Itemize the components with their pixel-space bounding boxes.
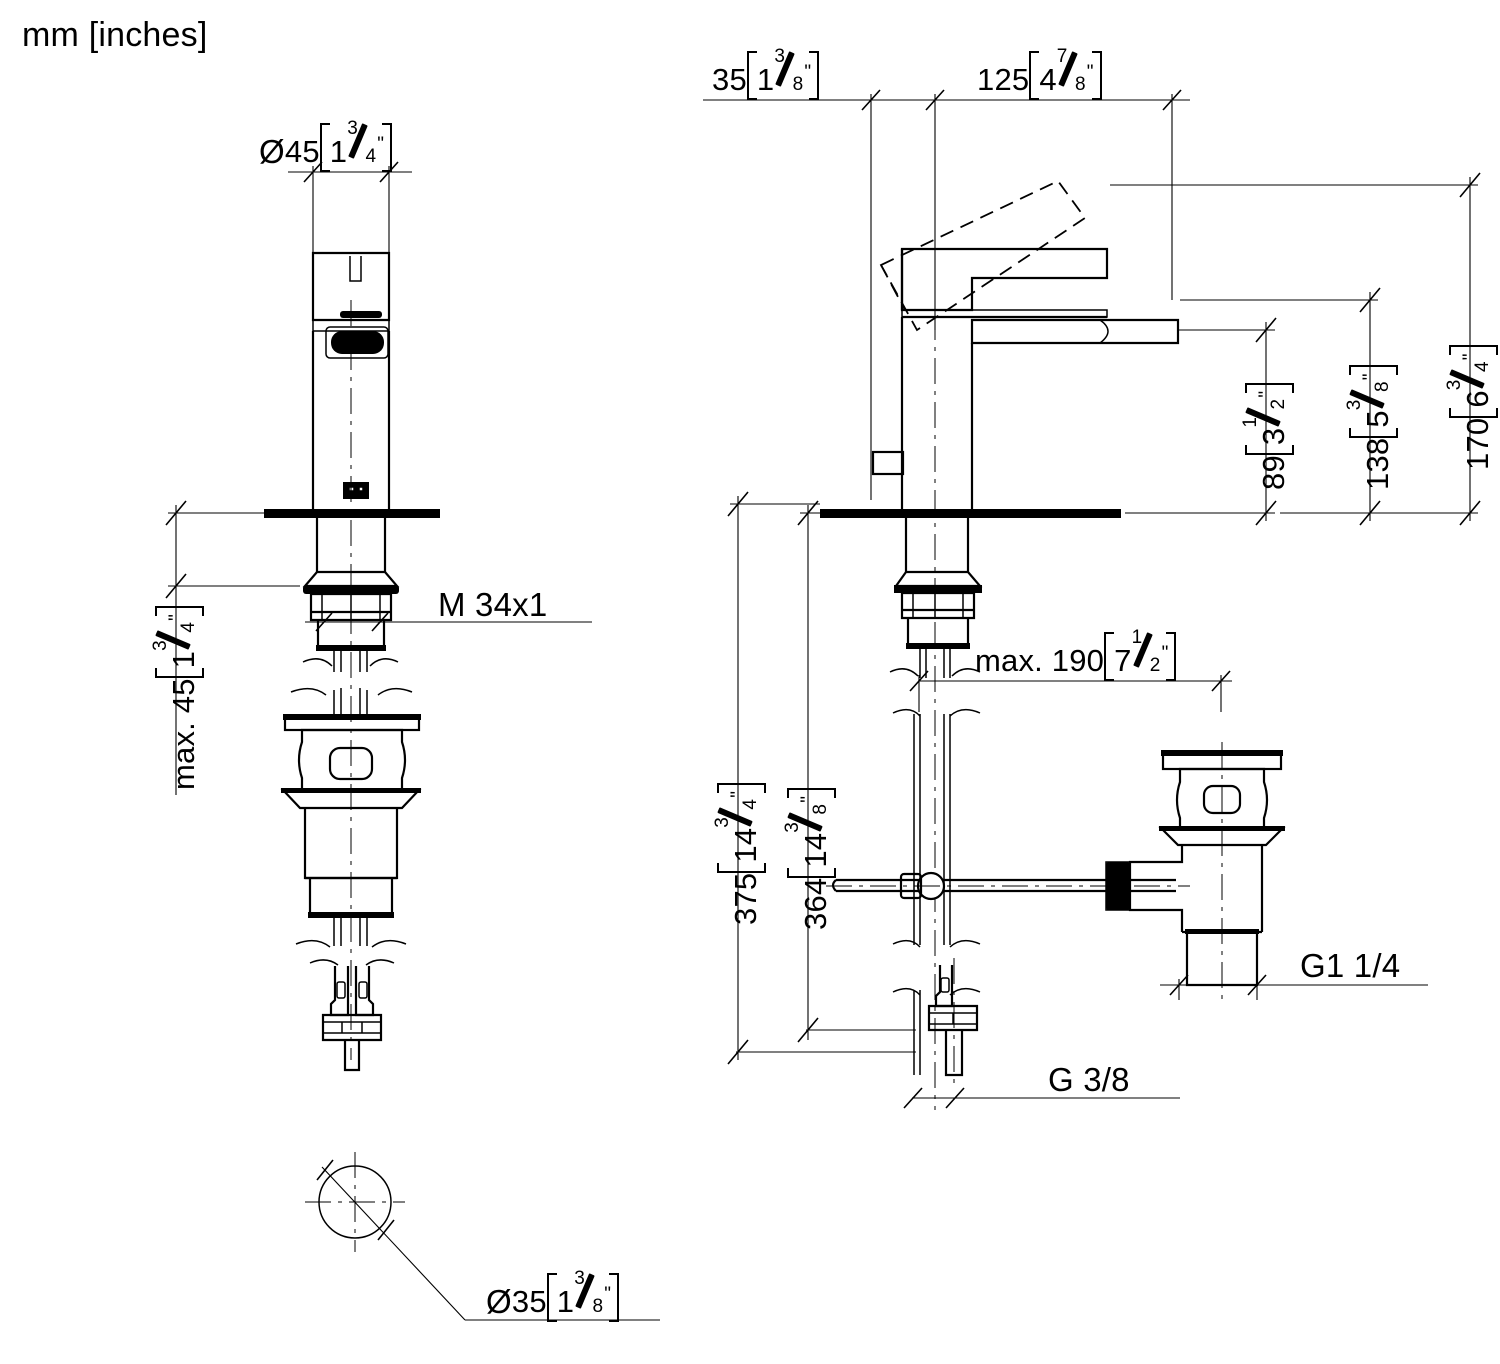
dim-top-chain <box>703 89 1190 500</box>
dim-vertical-right <box>1110 172 1481 526</box>
supply-tubes-side <box>892 708 981 1075</box>
diameter-symbol: Ø <box>486 1283 512 1320</box>
shank-assembly-front <box>302 518 400 672</box>
dim-value-mm: 45 <box>166 678 201 714</box>
units-note: mm [inches] <box>22 16 208 54</box>
dim-faucet-diameter <box>288 161 412 252</box>
countertop-side <box>820 509 1121 518</box>
dim-value-mm: 364 <box>798 877 833 930</box>
dim-value-mm: 45 <box>284 134 320 169</box>
popup-waste-body <box>1128 742 1286 1000</box>
dim-value-mm: 190 <box>1051 643 1105 678</box>
dim-value-mm: 35 <box>511 1284 547 1319</box>
faucet-body-front <box>311 251 391 1060</box>
label-supply-thread: G 3/8 <box>1048 1061 1130 1098</box>
leader-shank-thread <box>305 612 592 632</box>
dim-value-mm: 89 <box>1256 455 1291 490</box>
label-shank-thread: M 34x1 <box>438 586 548 623</box>
dim-value-mm: 375 <box>728 872 763 925</box>
handle-open-position <box>879 179 1087 332</box>
dim-prefix: max. <box>166 713 201 790</box>
dim-value-mm: 125 <box>977 62 1030 97</box>
mounting-hole-detail <box>305 1152 660 1321</box>
faucet-column-side <box>871 270 974 1110</box>
shank-assembly-side <box>889 518 983 678</box>
dim-value-mm: 35 <box>712 62 747 97</box>
dim-value-mm: 170 <box>1460 417 1495 470</box>
faucet-head-side <box>900 247 1109 319</box>
waste-body-front <box>280 687 422 948</box>
dim-max-supply-length <box>909 670 1232 712</box>
inch-whole: 1 <box>329 134 348 169</box>
popup-linkage <box>826 861 1190 911</box>
side-elevation-view <box>703 89 1481 1110</box>
supply-connector-front <box>309 959 395 1072</box>
countertop-front <box>264 509 440 518</box>
label-waste-thread: G1 1/4 <box>1300 947 1401 984</box>
spout-arm-side <box>970 318 1180 345</box>
diameter-symbol: Ø <box>259 133 285 170</box>
front-elevation-view <box>165 161 592 1072</box>
dim-value-mm: 138 <box>1360 437 1395 490</box>
leader-supply-thread <box>903 1087 1180 1109</box>
dim-vertical-left <box>727 491 916 1065</box>
supply-connector-side <box>927 958 979 1090</box>
dim-waste-thread <box>1160 974 1428 1000</box>
inch-mark: " <box>377 134 384 155</box>
dim-prefix: max. <box>975 643 1052 678</box>
